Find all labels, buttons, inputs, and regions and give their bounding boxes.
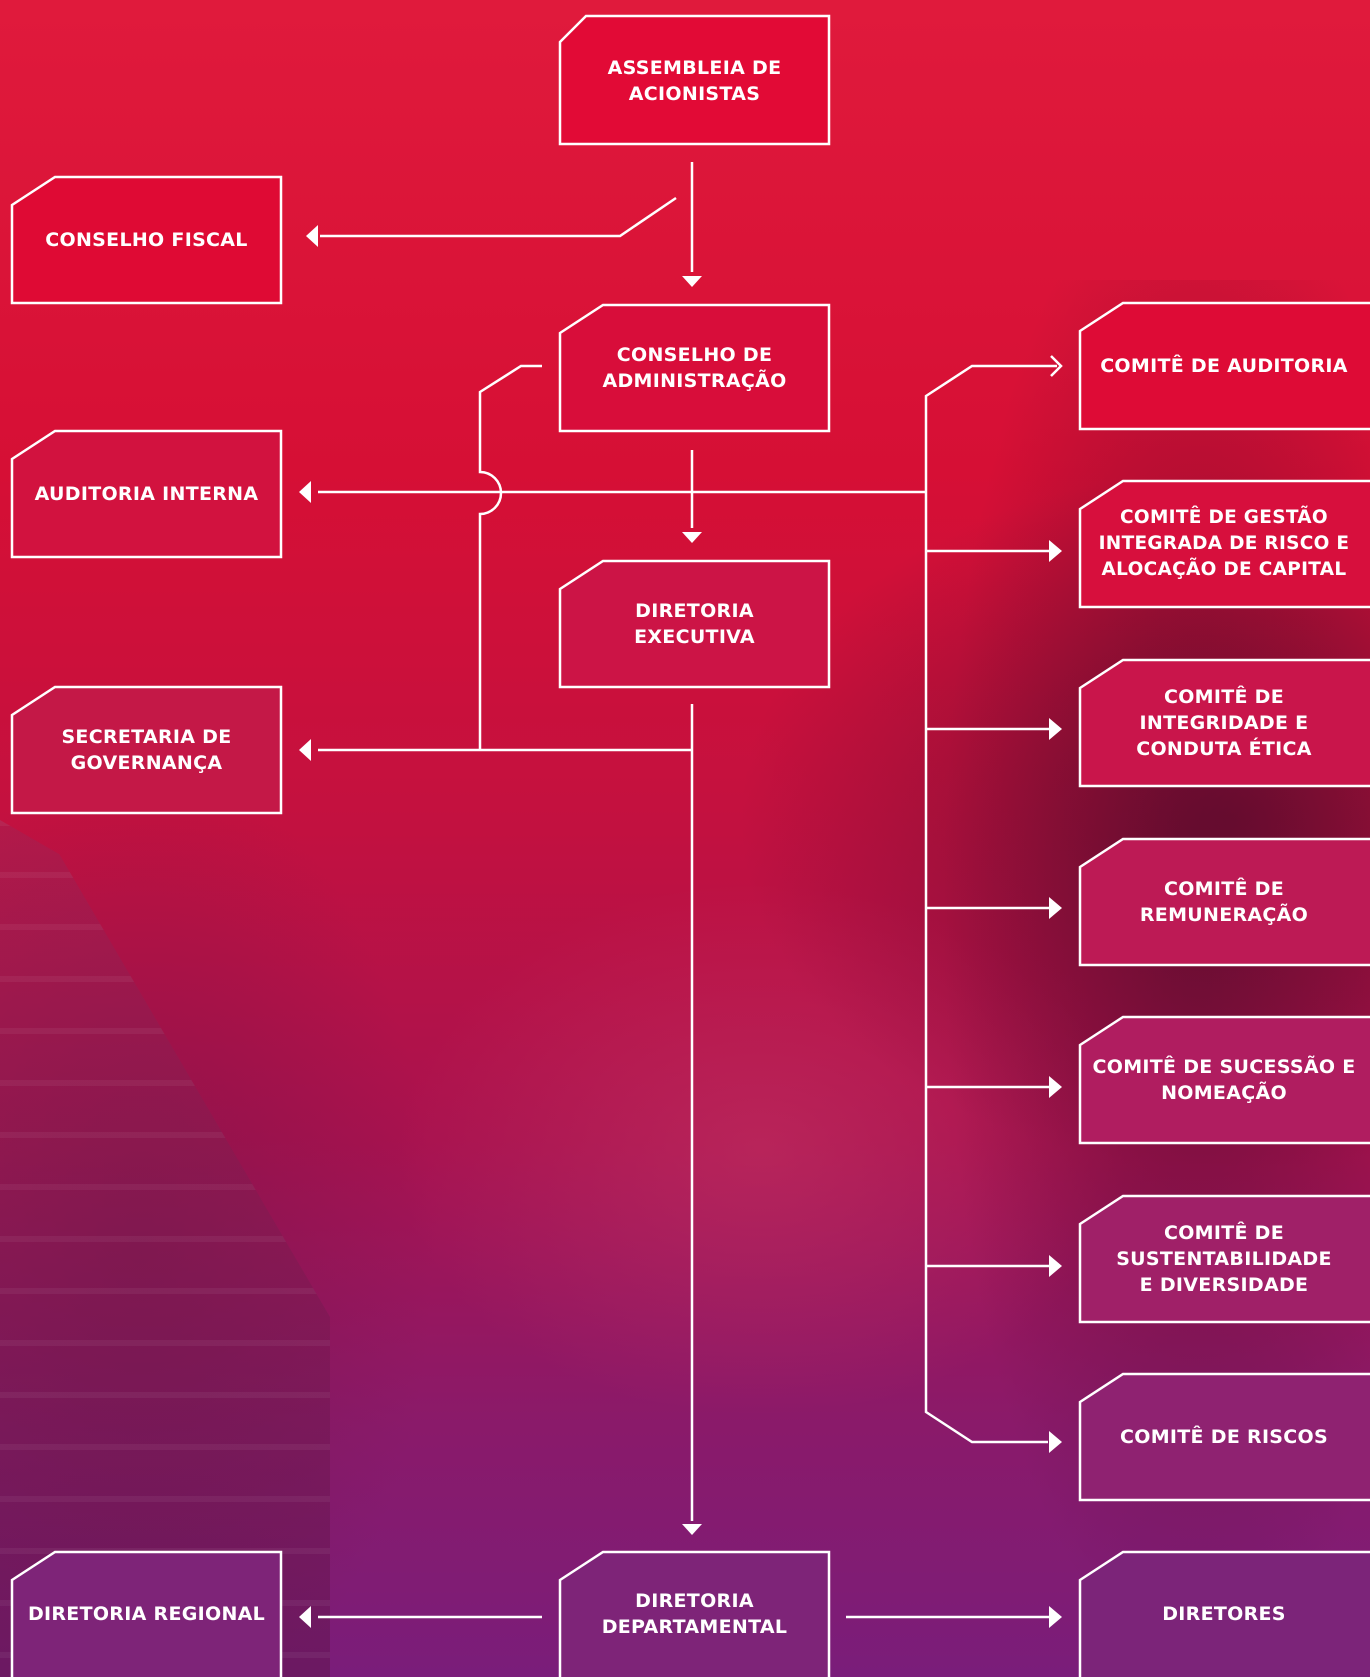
arrowhead xyxy=(1049,540,1062,562)
node-label: COMITÊ DE SUSTENTABILIDADE E DIVERSIDADE xyxy=(1116,1222,1332,1296)
node-comite-sustentabilidade: COMITÊ DE SUSTENTABILIDADE E DIVERSIDADE xyxy=(1078,1194,1370,1324)
connector-conselho-to-secretaria xyxy=(478,364,542,750)
node-label: COMITÊ DE REMUNERAÇÃO xyxy=(1139,878,1309,926)
node-label: AUDITORIA INTERNA xyxy=(34,483,259,505)
committee-trunk xyxy=(924,364,1057,1444)
node-label: COMITÊ DE AUDITORIA xyxy=(1100,355,1348,377)
node-frame xyxy=(1078,479,1370,609)
node-comite-riscos: COMITÊ DE RISCOS xyxy=(1078,1372,1370,1502)
arrowhead xyxy=(1049,1606,1062,1628)
node-label: DIRETORES xyxy=(1162,1602,1286,1625)
node-frame xyxy=(1078,837,1370,967)
node-secretaria-governanca: SECRETARIA DE GOVERNANÇA xyxy=(10,685,283,815)
node-diretoria-departamental: DIRETORIA DEPARTAMENTAL xyxy=(558,1550,831,1677)
node-comite-gestao-risco: COMITÊ DE GESTÃO INTEGRADA DE RISCO E AL… xyxy=(1078,479,1370,609)
node-frame xyxy=(1078,1015,1370,1145)
node-label: DIRETORIA DEPARTAMENTAL xyxy=(601,1589,788,1638)
node-conselho-fiscal: CONSELHO FISCAL xyxy=(10,175,283,305)
node-frame xyxy=(1078,1194,1370,1324)
node-frame xyxy=(10,429,283,559)
arrowhead xyxy=(1049,718,1062,740)
arrowhead xyxy=(1049,1076,1062,1098)
node-comite-integridade: COMITÊ DE INTEGRIDADE E CONDUTA ÉTICA xyxy=(1078,658,1370,788)
node-conselho-administracao: CONSELHO DE ADMINISTRAÇÃO xyxy=(558,303,831,433)
node-frame xyxy=(558,559,831,689)
connector-conselho-fiscal xyxy=(320,196,677,238)
node-frame xyxy=(10,685,283,815)
arrowhead xyxy=(299,739,311,761)
node-label: DIRETORIA EXECUTIVA xyxy=(634,600,755,648)
node-assembleia: ASSEMBLEIA DE ACIONISTAS xyxy=(558,14,831,146)
node-label: ASSEMBLEIA DE ACIONISTAS xyxy=(607,57,782,105)
node-label: DIRETORIA REGIONAL xyxy=(27,1602,266,1625)
arrowhead xyxy=(682,1524,702,1535)
node-comite-auditoria: COMITÊ DE AUDITORIA xyxy=(1078,301,1370,431)
node-label: COMITÊ DE GESTÃO INTEGRADA DE RISCO E AL… xyxy=(1098,507,1350,580)
node-frame xyxy=(10,175,283,305)
node-label: CONSELHO FISCAL xyxy=(45,229,248,251)
arrowhead xyxy=(299,1606,311,1628)
node-frame xyxy=(10,1550,283,1677)
arrowhead xyxy=(299,481,311,503)
node-auditoria-interna: AUDITORIA INTERNA xyxy=(10,429,283,559)
node-label: COMITÊ DE SUCESSÃO E NOMEAÇÃO xyxy=(1092,1056,1356,1104)
node-frame xyxy=(558,303,831,433)
arrowhead xyxy=(306,225,318,247)
node-frame xyxy=(558,14,831,146)
arrowhead xyxy=(1049,1255,1062,1277)
node-diretoria-regional: DIRETORIA REGIONAL xyxy=(10,1550,283,1677)
node-frame xyxy=(1078,1550,1370,1677)
arrowhead xyxy=(1049,1431,1062,1453)
arrowhead xyxy=(682,532,702,543)
node-diretoria-executiva: DIRETORIA EXECUTIVA xyxy=(558,559,831,689)
node-diretores: DIRETORES xyxy=(1078,1550,1370,1677)
arrowhead xyxy=(682,276,702,287)
node-label: COMITÊ DE INTEGRIDADE E CONDUTA ÉTICA xyxy=(1136,686,1312,760)
node-frame xyxy=(1078,301,1370,431)
node-comite-sucessao: COMITÊ DE SUCESSÃO E NOMEAÇÃO xyxy=(1078,1015,1370,1145)
node-label: SECRETARIA DE GOVERNANÇA xyxy=(61,726,232,774)
arrowhead xyxy=(1049,897,1062,919)
node-label: CONSELHO DE ADMINISTRAÇÃO xyxy=(602,344,787,392)
node-comite-remuneracao: COMITÊ DE REMUNERAÇÃO xyxy=(1078,837,1370,967)
arrowhead xyxy=(1050,355,1063,377)
node-frame xyxy=(558,1550,831,1677)
node-frame xyxy=(1078,658,1370,788)
node-frame xyxy=(1078,1372,1370,1502)
node-label: COMITÊ DE RISCOS xyxy=(1120,1426,1328,1448)
